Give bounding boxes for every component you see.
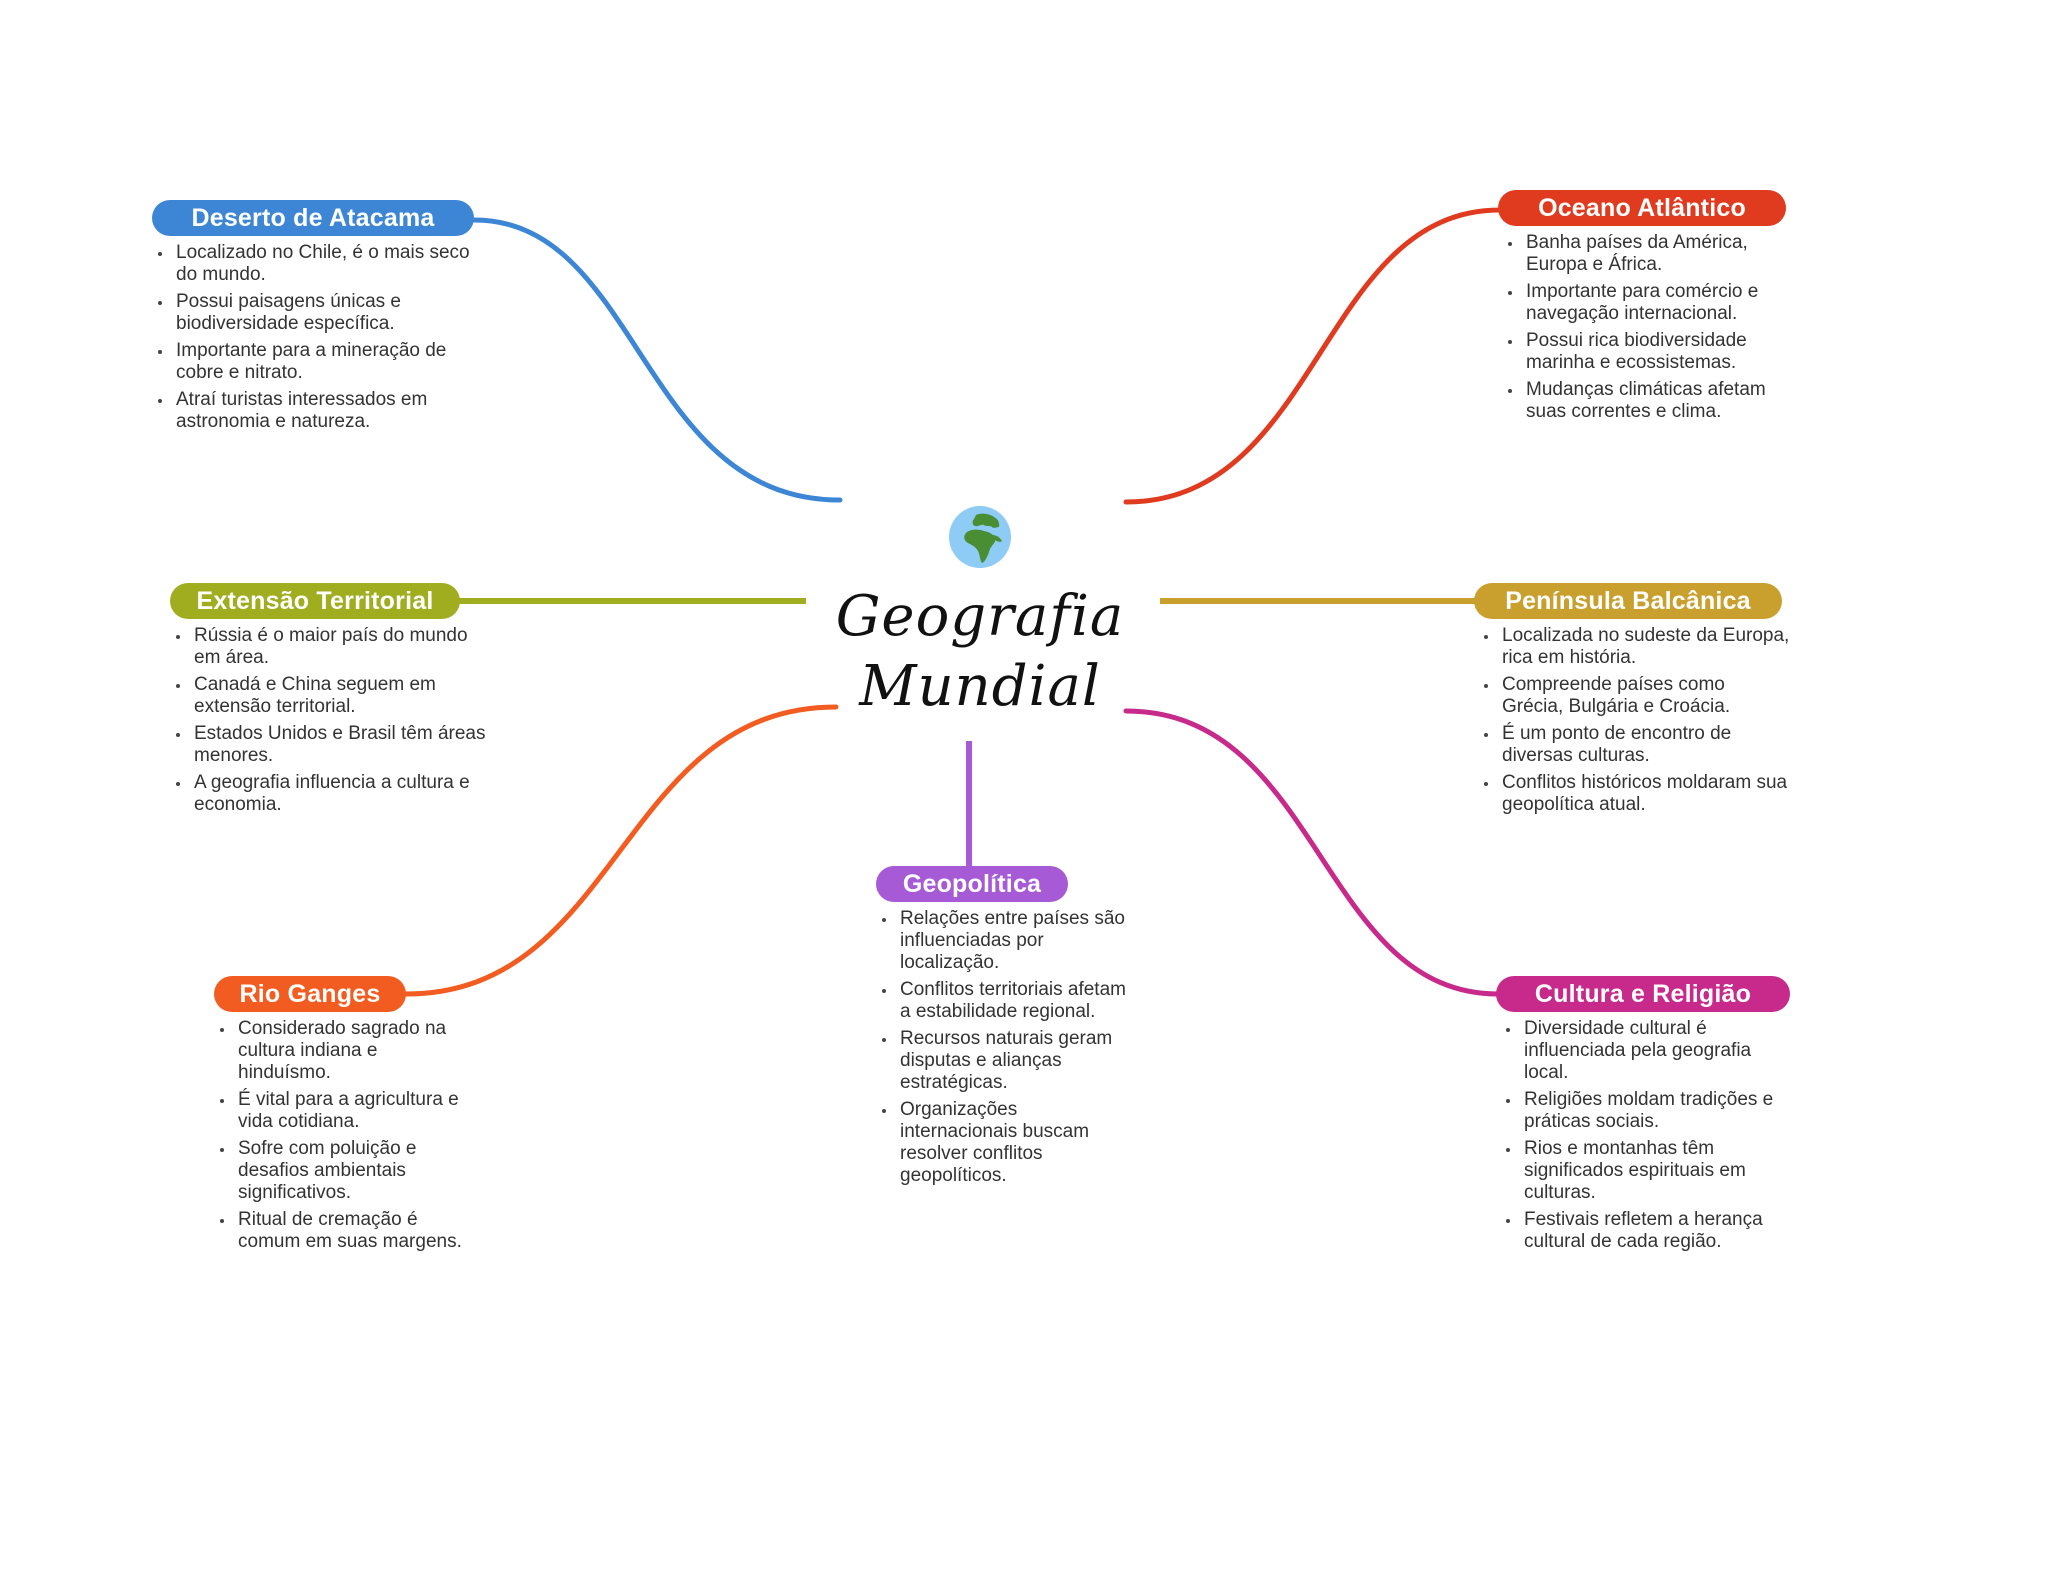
list-item: Ritual de cremação é comum em suas marge… — [216, 1209, 466, 1253]
list-item: Importante para a mineração de cobre e n… — [154, 340, 494, 384]
list-item: Mudanças climáticas afetam suas corrente… — [1504, 379, 1804, 423]
bullet-list-extensao: Rússia é o maior país do mundo em área. … — [172, 625, 492, 821]
central-topic[interactable]: Geografia Mundial — [820, 500, 1140, 740]
list-item: A geografia influencia a cultura e econo… — [172, 772, 492, 816]
list-item: Rússia é o maior país do mundo em área. — [172, 625, 492, 669]
topic-pill-atlantico[interactable]: Oceano Atlântico — [1498, 190, 1786, 226]
list-item: Recursos naturais geram disputas e alian… — [878, 1028, 1133, 1094]
list-item: Organizações internacionais buscam resol… — [878, 1099, 1133, 1187]
globe-icon — [949, 506, 1011, 568]
list-item: Considerado sagrado na cultura indiana e… — [216, 1018, 466, 1084]
list-item: Conflitos históricos moldaram sua geopol… — [1480, 772, 1790, 816]
topic-pill-cultura[interactable]: Cultura e Religião — [1496, 976, 1790, 1012]
list-item: Conflitos territoriais afetam a estabili… — [878, 979, 1133, 1023]
list-item: Banha países da América, Europa e África… — [1504, 232, 1804, 276]
list-item: Sofre com poluição e desafios ambientais… — [216, 1138, 466, 1204]
connector-cultura — [1123, 708, 1501, 997]
list-item: Festivais refletem a herança cultural de… — [1502, 1209, 1792, 1253]
list-item: É vital para a agricultura e vida cotidi… — [216, 1089, 466, 1133]
bullet-list-atacama: Localizado no Chile, é o mais seco do mu… — [154, 242, 494, 438]
list-item: Compreende países como Grécia, Bulgária … — [1480, 674, 1790, 718]
list-item: Religiões moldam tradições e práticas so… — [1502, 1089, 1792, 1133]
connector-atacama — [471, 217, 843, 503]
list-item: Diversidade cultural é influenciada pela… — [1502, 1018, 1792, 1084]
topic-pill-balcanica[interactable]: Península Balcânica — [1474, 583, 1782, 619]
list-item: É um ponto de encontro de diversas cultu… — [1480, 723, 1790, 767]
list-item: Possui rica biodiversidade marinha e eco… — [1504, 330, 1804, 374]
bullet-list-cultura: Diversidade cultural é influenciada pela… — [1502, 1018, 1792, 1258]
list-item: Localizado no Chile, é o mais seco do mu… — [154, 242, 494, 286]
central-title-line2: Mundial — [859, 654, 1101, 719]
list-item: Relações entre países são influenciadas … — [878, 908, 1133, 974]
bullet-list-geopolitica: Relações entre países são influenciadas … — [878, 908, 1133, 1192]
central-topic-title: Geografia Mundial — [820, 582, 1140, 722]
list-item: Possui paisagens únicas e biodiversidade… — [154, 291, 494, 335]
list-item: Estados Unidos e Brasil têm áreas menore… — [172, 723, 492, 767]
list-item: Atraí turistas interessados em astronomi… — [154, 389, 494, 433]
topic-pill-extensao[interactable]: Extensão Territorial — [170, 583, 460, 619]
topic-pill-ganges[interactable]: Rio Ganges — [214, 976, 406, 1012]
list-item: Importante para comércio e navegação int… — [1504, 281, 1804, 325]
topic-pill-atacama[interactable]: Deserto de Atacama — [152, 200, 474, 236]
bullet-list-ganges: Considerado sagrado na cultura indiana e… — [216, 1018, 466, 1258]
connector-atlantico — [1123, 207, 1503, 505]
bullet-list-balcanica: Localizada no sudeste da Europa, rica em… — [1480, 625, 1790, 821]
list-item: Rios e montanhas têm significados espiri… — [1502, 1138, 1792, 1204]
central-title-line1: Geografia — [835, 584, 1125, 649]
topic-pill-geopolitica[interactable]: Geopolítica — [876, 866, 1068, 902]
list-item: Canadá e China seguem em extensão territ… — [172, 674, 492, 718]
list-item: Localizada no sudeste da Europa, rica em… — [1480, 625, 1790, 669]
connector-ganges — [403, 704, 839, 997]
bullet-list-atlantico: Banha países da América, Europa e África… — [1504, 232, 1804, 428]
